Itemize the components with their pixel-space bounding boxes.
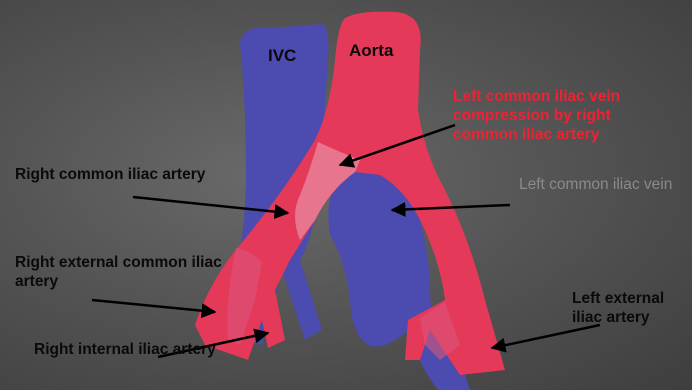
- left-common-iliac-vein-label: Left common iliac vein: [519, 176, 679, 195]
- arrow-left-external-iliac-artery: [492, 325, 600, 348]
- compression-label: Left common iliac vein compression by ri…: [453, 88, 663, 145]
- aorta-label: Aorta: [349, 41, 393, 62]
- right-external-common-iliac-artery-label: Right external common iliac artery: [15, 254, 245, 292]
- left-external-iliac-artery-label: Left external iliac artery: [572, 290, 692, 328]
- right-common-iliac-artery-label: Right common iliac artery: [15, 166, 205, 185]
- ivc-label: IVC: [268, 46, 296, 67]
- right-internal-iliac-artery-label: Right internal iliac artery: [34, 341, 219, 360]
- arrow-right-external-iliac-artery: [92, 300, 215, 312]
